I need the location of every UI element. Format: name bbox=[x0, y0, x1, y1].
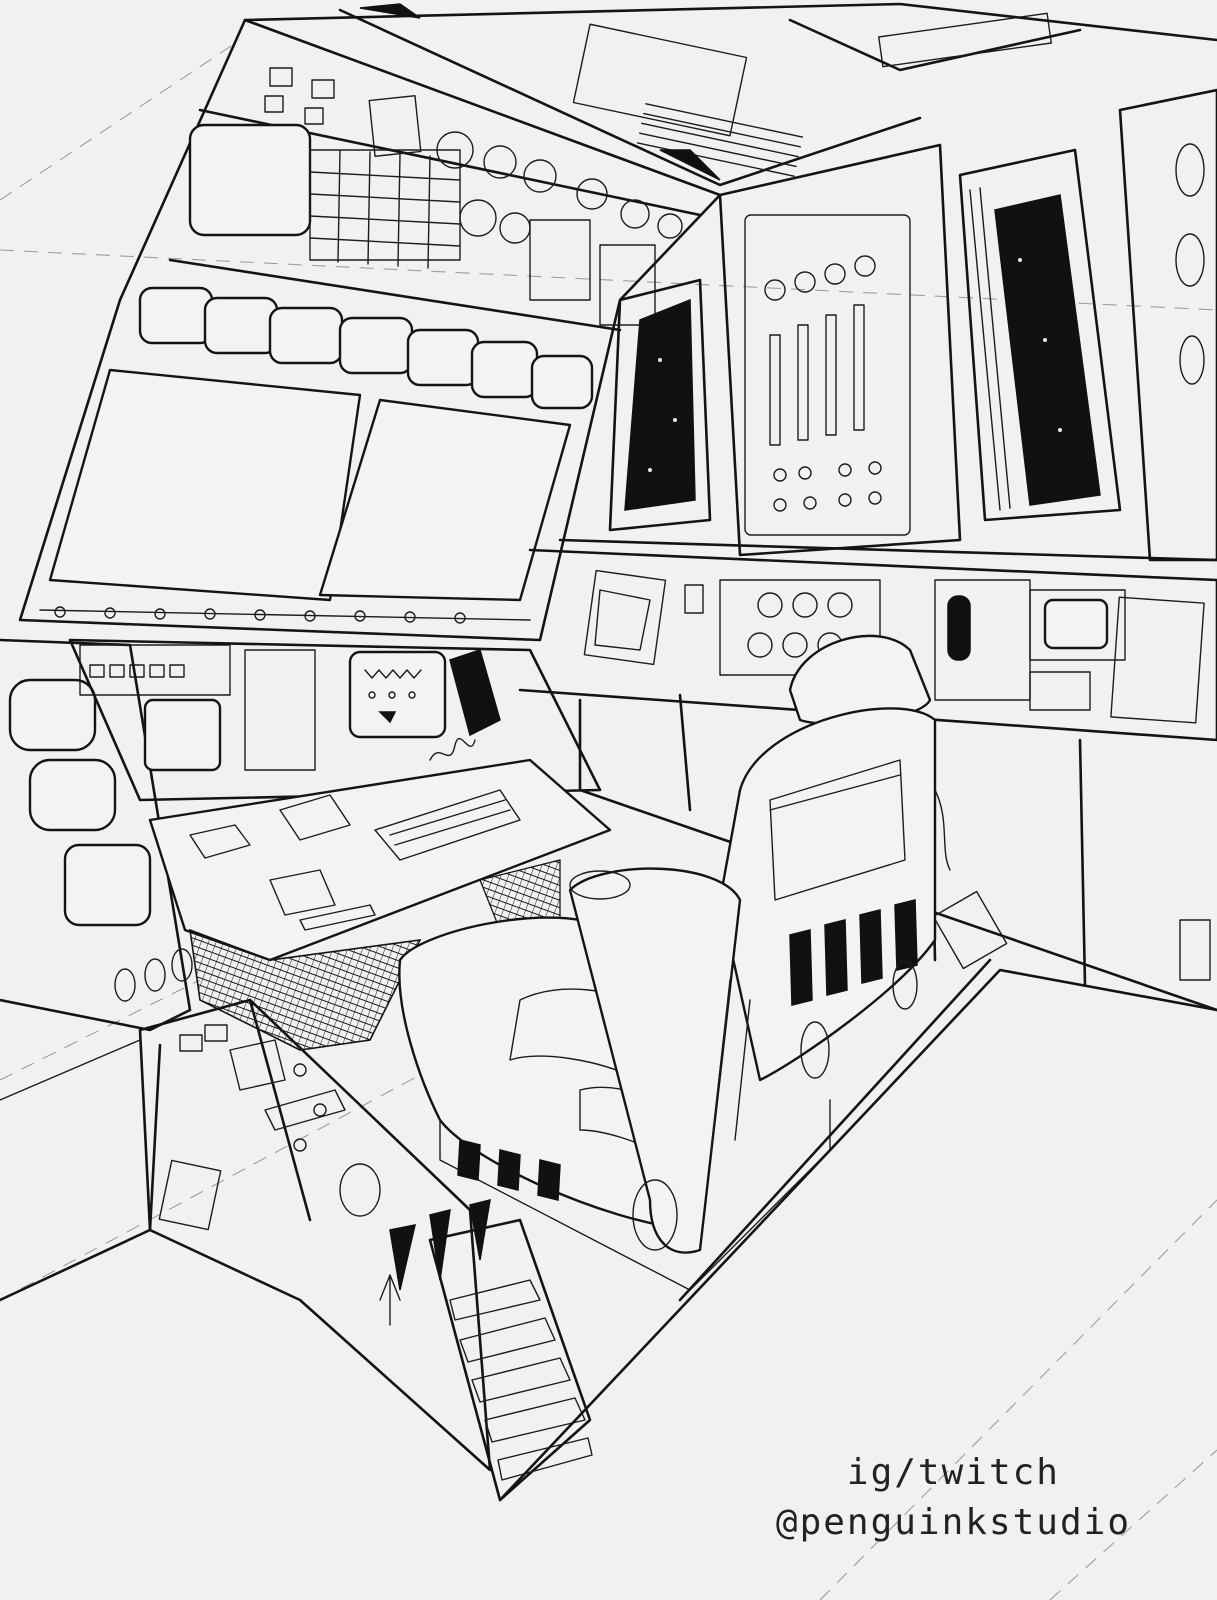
rear-wall-panels bbox=[558, 88, 1217, 562]
front-desk bbox=[68, 638, 612, 962]
keypad-grid bbox=[309, 149, 461, 269]
artist-watermark: ig/twitch @penguinkstudio bbox=[776, 1448, 1131, 1548]
floor-lines bbox=[0, 958, 1217, 1502]
chair-vents bbox=[789, 899, 918, 1006]
indicator-dots bbox=[54, 606, 466, 624]
radar-screen-marks bbox=[364, 669, 422, 724]
left-overhead-console bbox=[18, 18, 722, 642]
left-wall-console bbox=[0, 638, 193, 1032]
side-window-small bbox=[608, 278, 712, 532]
main-display-right bbox=[318, 398, 572, 602]
watermark-line-handle-platforms: ig/twitch bbox=[846, 1452, 1060, 1493]
desk-shadow bbox=[189, 928, 422, 1051]
rear-window-large bbox=[958, 148, 1122, 522]
pilot-chair bbox=[398, 634, 951, 1291]
watermark-line-username: @penguinkstudio bbox=[775, 1502, 1131, 1543]
entry-stairs bbox=[389, 1198, 593, 1502]
ceiling-panels bbox=[243, 2, 1217, 187]
main-display-left bbox=[48, 368, 362, 602]
chair-backrest bbox=[718, 707, 937, 1082]
upper-screen-row bbox=[138, 286, 594, 410]
